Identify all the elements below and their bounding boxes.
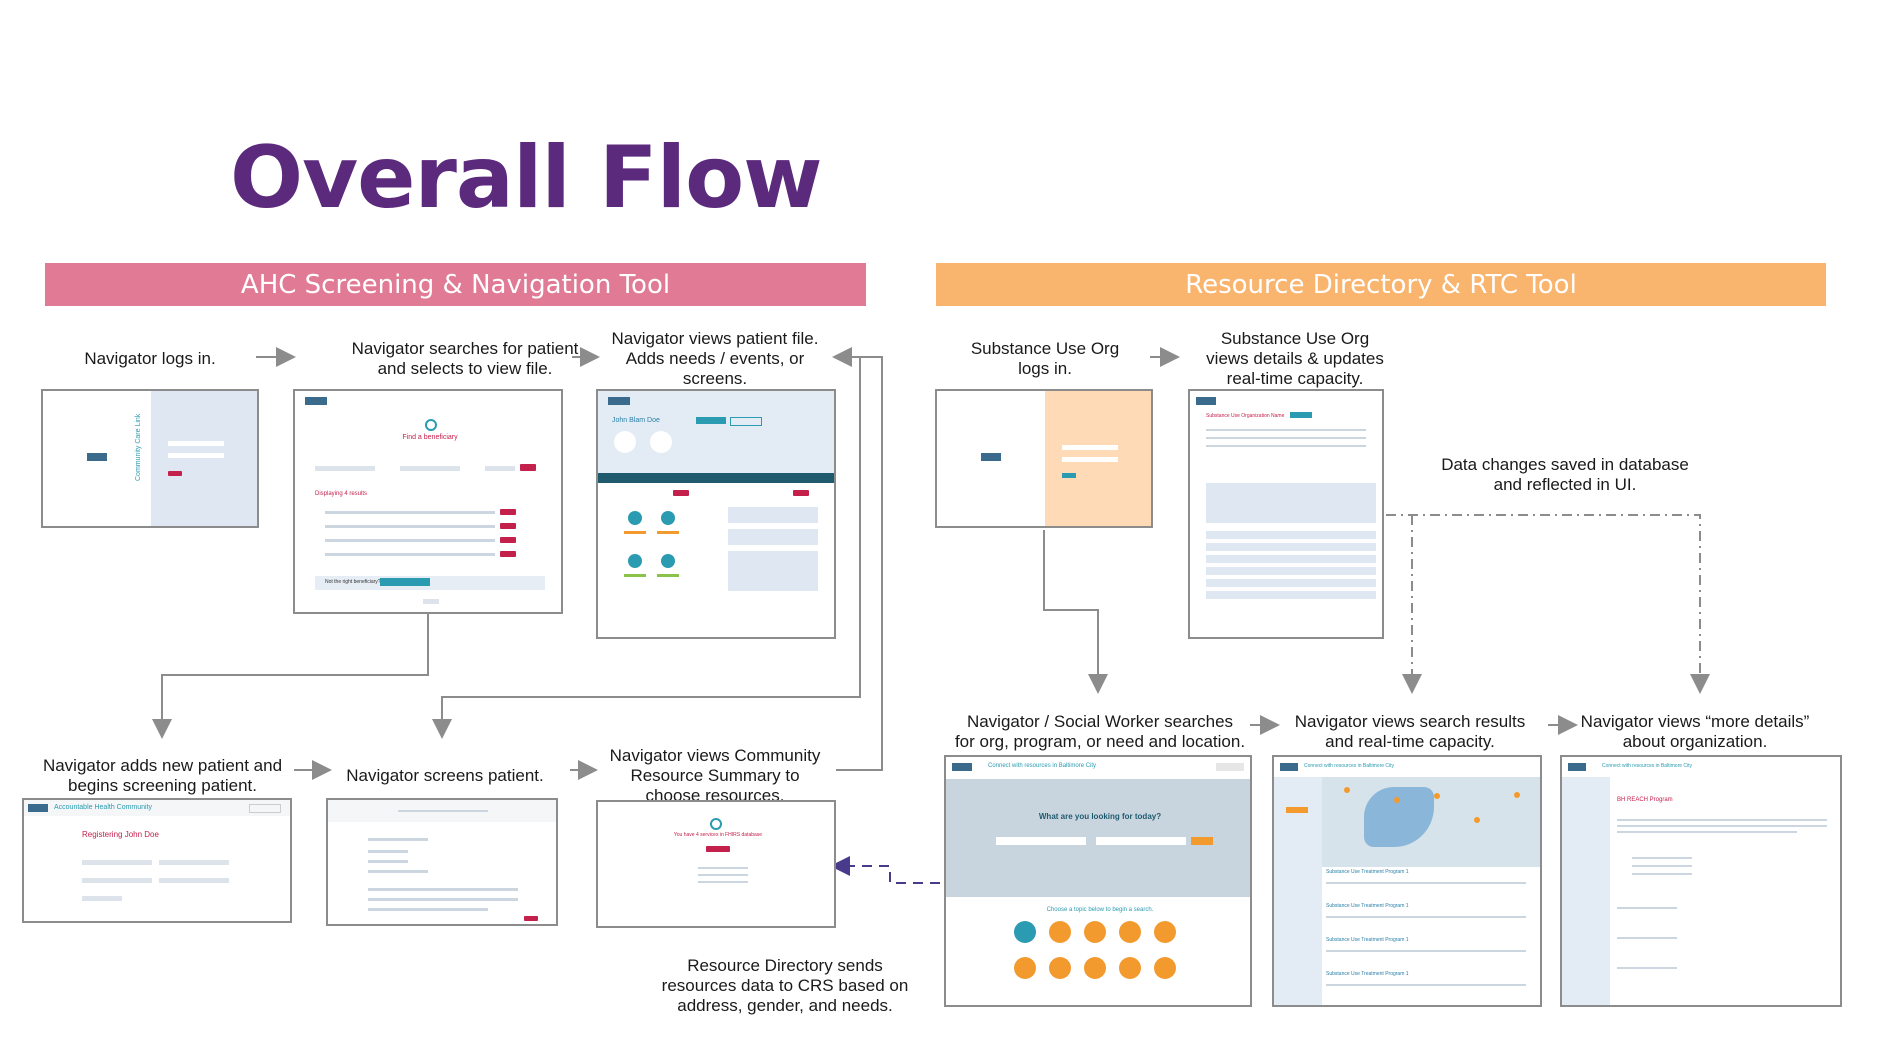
resource-banner: Resource Directory & RTC Tool (936, 263, 1826, 306)
screenshot-resource-search: Connect with resources in Baltimore City… (944, 755, 1252, 1007)
screenshot-search-results: Connect with resources in Baltimore City… (1272, 755, 1542, 1007)
ahc-banner: AHC Screening & Navigation Tool (45, 263, 866, 306)
screenshot-find-beneficiary: Find a beneficiary Displaying 4 results … (293, 389, 563, 614)
screenshot-login: Community Care Link (41, 389, 259, 528)
step-view-more-details: Navigator views “more details”about orga… (1580, 712, 1810, 751)
step-screen-patient: Navigator screens patient. (346, 766, 544, 785)
screenshot-crs: You have 4 services in FHIRS database (596, 800, 836, 928)
page-title: Overall Flow (230, 128, 823, 228)
screenshot-org-more-details: Connect with resources in Baltimore City… (1560, 755, 1842, 1007)
screenshot-register-patient: Accountable Health Community Registering… (22, 798, 292, 923)
step-view-patient-file: Navigator views patient file.Adds needs … (611, 329, 819, 388)
step-navigator-logs-in: Navigator logs in. (84, 349, 216, 368)
screenshot-patient-file: John Blam Doe ​ (596, 389, 836, 639)
screenshot-org-login (935, 389, 1153, 528)
screenshot-screening (326, 798, 558, 926)
screenshot-org-details: Substance Use Organization Name (1188, 389, 1384, 639)
